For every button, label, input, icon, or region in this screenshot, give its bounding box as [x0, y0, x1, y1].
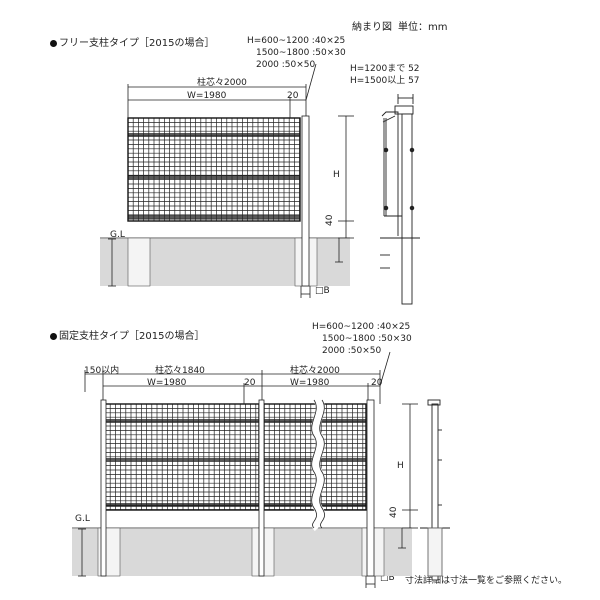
- section-fixed-title: 固定支柱タイプ［2015の場合］: [50, 331, 204, 343]
- bullet-icon: [50, 333, 57, 340]
- fixed-dimension-lines: [72, 351, 418, 529]
- fixed-ground: [72, 529, 412, 576]
- free-gap: 20: [287, 91, 299, 101]
- free-fence-panel: [127, 117, 301, 222]
- fixed-gap-left: 20: [244, 378, 256, 388]
- fixed-height: H: [397, 461, 404, 471]
- free-panel-width: W=1980: [187, 91, 227, 101]
- break-mark-right: [319, 399, 325, 529]
- fixed-post-box: □B: [380, 573, 395, 583]
- free-side-view: [380, 94, 420, 305]
- assembly-label: 納まり図: [352, 22, 392, 33]
- fixed-post-spec-3: 2000 :50×50: [322, 346, 382, 356]
- free-side-spec-2: H=1500以上 57: [350, 76, 420, 86]
- free-post-spec-3: 2000 :50×50: [256, 60, 316, 70]
- fixed-post-spec-1: H=600~1200 :40×25: [312, 322, 411, 332]
- section-fixed-title-text: 固定支柱タイプ［2015の場合］: [59, 331, 205, 342]
- break-mark-left: [311, 399, 317, 529]
- fixed-gl: G.L: [75, 514, 90, 524]
- section-free-title: フリー支柱タイプ［2015の場合］: [50, 38, 214, 50]
- free-footing-left: [127, 237, 151, 287]
- unit-label: 単位：mm: [398, 22, 448, 33]
- bullet-icon: [50, 40, 57, 47]
- section-free-title-text: フリー支柱タイプ［2015の場合］: [59, 38, 215, 49]
- fixed-side-view: [420, 399, 450, 581]
- free-height: H: [333, 170, 340, 180]
- free-gl: G.L: [110, 230, 125, 240]
- fixed-fence-panel: [104, 403, 367, 511]
- fixed-post-pitch-right: 柱芯々2000: [290, 366, 340, 376]
- fixed-offset: 150以内: [84, 366, 120, 376]
- free-post-pitch: 柱芯々2000: [197, 78, 247, 88]
- break-mark-mask: [311, 397, 325, 532]
- free-post-box: □B: [315, 286, 330, 296]
- fixed-panel-width-left: W=1980: [147, 378, 187, 388]
- fixed-gap-right: 20: [371, 378, 383, 388]
- footer-note: 寸法詳細は寸法一覧をご参照ください。: [405, 576, 568, 586]
- fixed-panel-width-right: W=1980: [290, 378, 330, 388]
- fixed-post-spec-2: 1500~1800 :50×30: [322, 334, 412, 344]
- free-side-spec-1: H=1200まで 52: [350, 64, 420, 74]
- free-post-spec-2: 1500~1800 :50×30: [256, 48, 346, 58]
- fixed-post-pitch-left: 柱芯々1840: [155, 366, 205, 376]
- free-post-spec-1: H=600~1200 :40×25: [247, 36, 346, 46]
